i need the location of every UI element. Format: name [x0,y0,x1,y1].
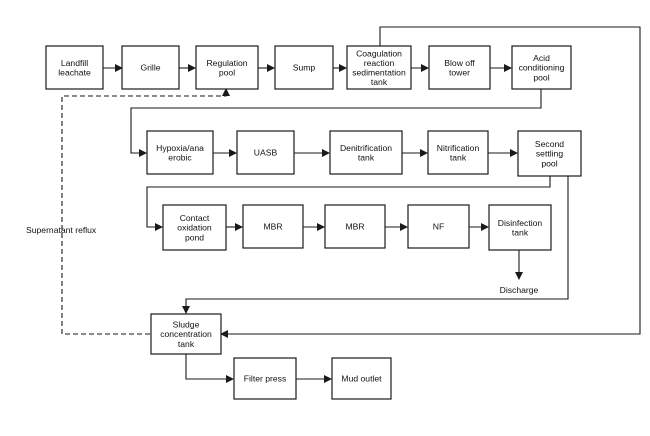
node-box [146,130,214,175]
node-nf: NF [407,204,470,249]
edge-acid-hypoxia [130,89,542,157]
node-sump: Sump [274,45,334,90]
node-box [150,313,222,355]
node-box [195,45,259,90]
node-box [488,204,552,251]
node-box [329,130,403,175]
node-box [346,45,412,90]
node-label: NF [433,222,444,232]
edge-coagulation-sludge [220,26,641,338]
node-box [428,45,491,90]
node-label: Grille [140,63,160,73]
node-box [162,204,227,251]
discharge-label: Discharge [500,285,539,295]
node-box [233,357,297,400]
node-box [407,204,470,249]
node-box [517,130,582,177]
node-label: Mud outlet [341,374,382,384]
supernatant-reflux-label: Supernatant reflux [26,225,97,235]
node-box [236,130,295,175]
node-box [324,204,386,249]
node-filter: Filter press [233,357,297,400]
edge-supernatant-reflux [61,88,230,335]
edge-second-contact [146,176,551,231]
node-label: MBR [263,222,282,232]
node-box [121,45,180,90]
node-box [331,357,392,400]
node-label: Sump [293,63,316,73]
node-box [427,130,489,175]
node-uasb: UASB [236,130,295,175]
node-mbr2: MBR [324,204,386,249]
node-box [45,45,104,90]
node-mbr1: MBR [242,204,304,249]
node-label: MBR [345,222,364,232]
node-label: Filter press [244,374,287,384]
node-box [242,204,304,249]
node-box [274,45,334,90]
node-label: UASB [254,148,278,158]
edge-second-sludge [182,176,569,314]
connectors [61,26,641,383]
node-mud: Mud outlet [331,357,392,400]
node-grille: Grille [121,45,180,90]
node-box [511,45,572,90]
edge-sludge-filter [185,354,234,383]
